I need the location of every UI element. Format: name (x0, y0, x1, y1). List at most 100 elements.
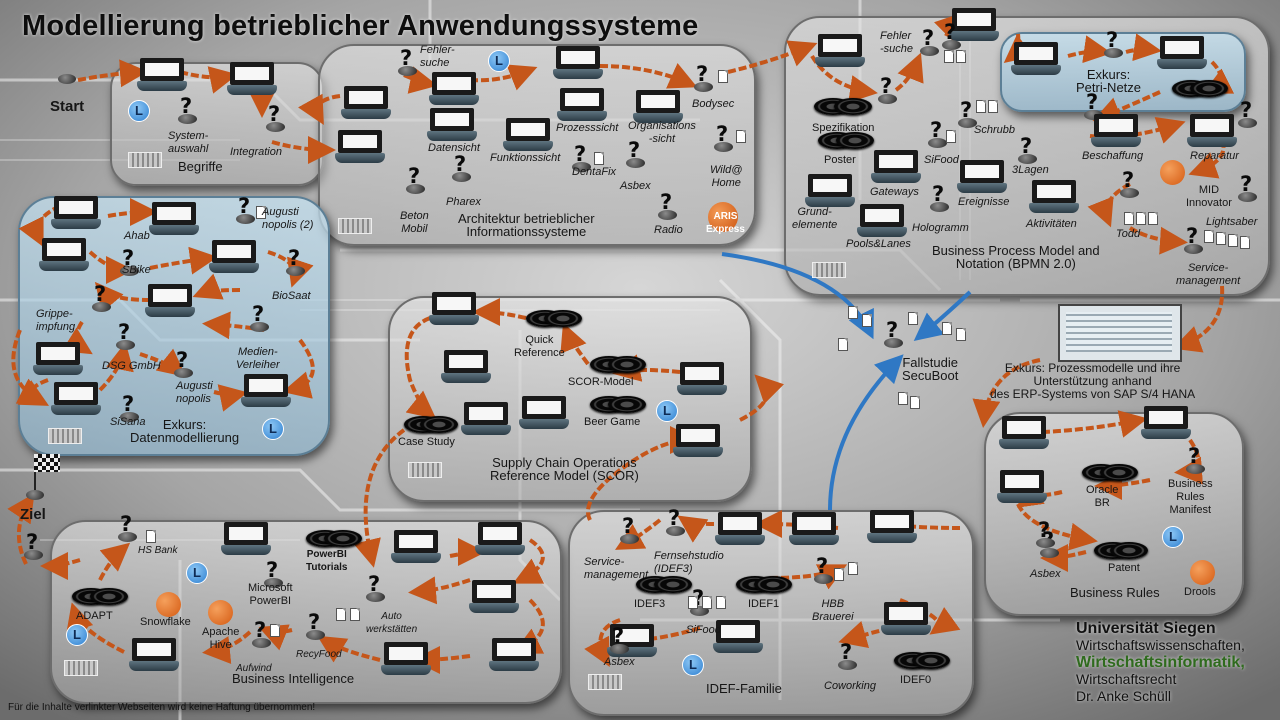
quiz-autowerkstaetten[interactable]: ? (366, 572, 386, 604)
quiz-sifood-1[interactable]: ? (928, 118, 948, 150)
video-scor-1[interactable] (429, 292, 479, 326)
quiz-schrubb[interactable]: ? (958, 98, 978, 130)
video-ahab[interactable] (149, 202, 199, 236)
apache-hive-icon[interactable] (208, 600, 233, 625)
document-icon[interactable] (1204, 230, 1214, 243)
quiz-ms-powerbi[interactable]: ? (264, 558, 284, 590)
cd-icon[interactable] (1190, 80, 1228, 97)
quiz-grippeimpfung[interactable]: ? (92, 282, 112, 314)
quiz-recyfood[interactable]: ? (306, 610, 326, 642)
quiz-fallstudie[interactable]: ? (884, 318, 904, 350)
spezifikation-cd-icon-2[interactable] (834, 98, 872, 115)
quiz-asbex-1[interactable]: ? (626, 138, 646, 170)
poster-cd-icon-2[interactable] (836, 132, 874, 149)
document-icon[interactable] (716, 596, 726, 609)
video-idef-1[interactable] (715, 512, 765, 546)
oracle-br-cd-icon-2[interactable] (1100, 464, 1138, 481)
video-dm-4[interactable] (145, 284, 195, 318)
video-idef-3[interactable] (867, 510, 917, 544)
video-begriffe-1[interactable] (137, 58, 187, 92)
quiz-asbex-3[interactable]: ? (610, 624, 630, 656)
quiz-todd[interactable]: ? (1120, 168, 1140, 200)
document-icon[interactable] (944, 50, 954, 63)
quiz-reparatur[interactable]: ? (1238, 98, 1258, 130)
video-bi-2[interactable] (391, 530, 441, 564)
quiz-petri[interactable]: ? (1104, 28, 1124, 60)
document-icon[interactable] (702, 596, 712, 609)
video-dm-6[interactable] (241, 374, 291, 408)
quiz-hologramm[interactable]: ? (930, 182, 950, 214)
quiz-bpmn-2[interactable]: ? (942, 20, 962, 52)
document-icon[interactable] (736, 130, 746, 143)
document-icon[interactable] (350, 608, 360, 621)
video-datensicht[interactable] (427, 108, 477, 142)
drools-icon[interactable] (1190, 560, 1215, 585)
quiz-aufwind[interactable]: ? (252, 618, 272, 650)
goal-node[interactable] (26, 490, 44, 500)
document-icon[interactable] (256, 206, 266, 219)
adapt-cd-icon-2[interactable] (90, 588, 128, 605)
document-icon[interactable] (1148, 212, 1158, 225)
video-bi-1[interactable] (221, 522, 271, 556)
idef3-cd-icon-2[interactable] (654, 576, 692, 593)
document-icon[interactable] (910, 396, 920, 409)
document-icon[interactable] (848, 562, 858, 575)
document-icon[interactable] (908, 312, 918, 325)
quiz-idef-1[interactable]: ? (1036, 518, 1056, 550)
video-architektur-3[interactable] (429, 72, 479, 106)
quick-reference-cd-icon-2[interactable] (544, 310, 582, 327)
quiz-ziel[interactable]: ? (24, 530, 44, 562)
video-dm-3[interactable] (209, 240, 259, 274)
snowflake-icon[interactable] (156, 592, 181, 617)
mid-innovator-icon[interactable] (1160, 160, 1185, 185)
beer-game-cd-icon-2[interactable] (608, 396, 646, 413)
start-node[interactable] (58, 74, 76, 84)
video-idef-2[interactable] (789, 512, 839, 546)
document-icon[interactable] (946, 130, 956, 143)
powerbi-tutorials-cd-icon-2[interactable] (324, 530, 362, 547)
document-icon[interactable] (898, 392, 908, 405)
document-icon[interactable] (1240, 236, 1250, 249)
aris-express-icon[interactable] (708, 202, 738, 232)
video-dm-1[interactable] (51, 196, 101, 230)
video-funktionssicht[interactable] (503, 118, 553, 152)
document-icon[interactable] (688, 596, 698, 609)
document-icon[interactable] (942, 322, 952, 335)
quiz-radio[interactable]: ? (658, 190, 678, 222)
quiz-bpmn-1[interactable]: ? (878, 74, 898, 106)
case-study-cd-icon-2[interactable] (420, 416, 458, 433)
document-icon[interactable] (1124, 212, 1134, 225)
document-icon[interactable] (1136, 212, 1146, 225)
quiz-betonmobil[interactable]: ? (406, 164, 426, 196)
document-icon[interactable] (988, 100, 998, 113)
document-icon[interactable] (336, 608, 346, 621)
document-icon[interactable] (718, 70, 728, 83)
quiz-servicemanagement-2[interactable]: ? (620, 514, 640, 546)
video-architektur-2[interactable] (335, 130, 385, 164)
scor-model-cd-icon-2[interactable] (608, 356, 646, 373)
quiz-fehlersuche-1[interactable]: ? (398, 46, 418, 78)
erp-screenshot[interactable] (1058, 304, 1182, 362)
video-beschaffung[interactable] (1091, 114, 1141, 148)
video-prozesssicht[interactable] (557, 88, 607, 122)
video-br-3[interactable] (997, 470, 1047, 504)
document-icon[interactable] (1216, 232, 1226, 245)
video-gateways[interactable] (871, 150, 921, 184)
quiz-servicemanagement-1[interactable]: ? (1184, 224, 1204, 256)
video-grundelemente[interactable] (805, 174, 855, 208)
video-architektur-4[interactable] (553, 46, 603, 80)
document-icon[interactable] (270, 624, 280, 637)
video-scor-6[interactable] (673, 424, 723, 458)
quiz-hsbank[interactable]: ? (118, 512, 138, 544)
idef0-cd-icon-2[interactable] (912, 652, 950, 669)
document-icon[interactable] (956, 50, 966, 63)
quiz-augustinopolis-2[interactable]: ? (236, 194, 256, 226)
video-br-2[interactable] (1141, 406, 1191, 440)
quiz-lightsaber[interactable]: ? (1238, 172, 1258, 204)
video-bi-7[interactable] (129, 638, 179, 672)
video-ereignisse[interactable] (957, 160, 1007, 194)
quiz-fernsehstudio[interactable]: ? (666, 506, 686, 538)
video-br-1[interactable] (999, 416, 1049, 450)
video-bi-6[interactable] (489, 638, 539, 672)
video-dm-5[interactable] (33, 342, 83, 376)
